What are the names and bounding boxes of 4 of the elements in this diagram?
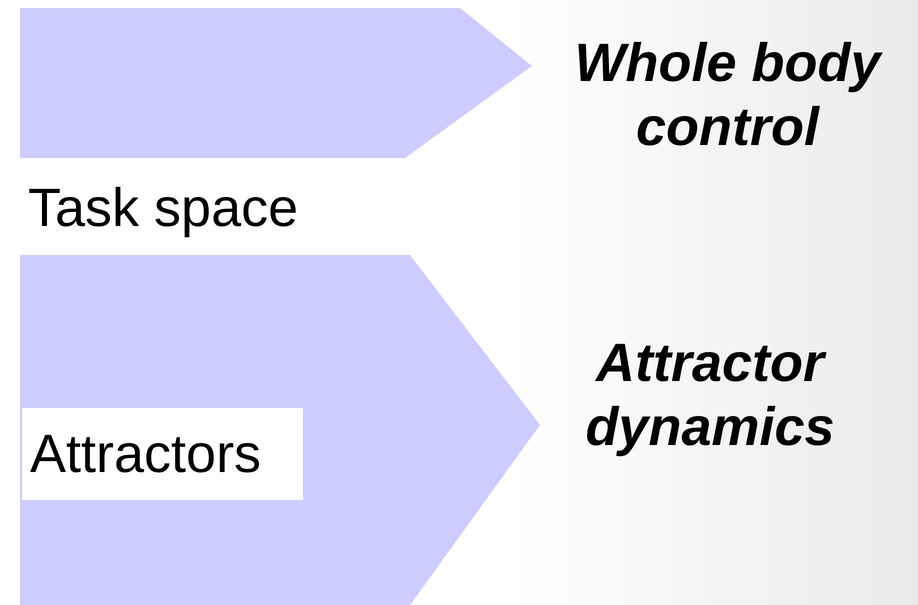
chevron-label: Attractors (22, 408, 303, 500)
heading-text: Whole body control (545, 25, 910, 165)
chevron-arrow (20, 255, 540, 605)
heading-text: Attractor dynamics (550, 325, 870, 465)
